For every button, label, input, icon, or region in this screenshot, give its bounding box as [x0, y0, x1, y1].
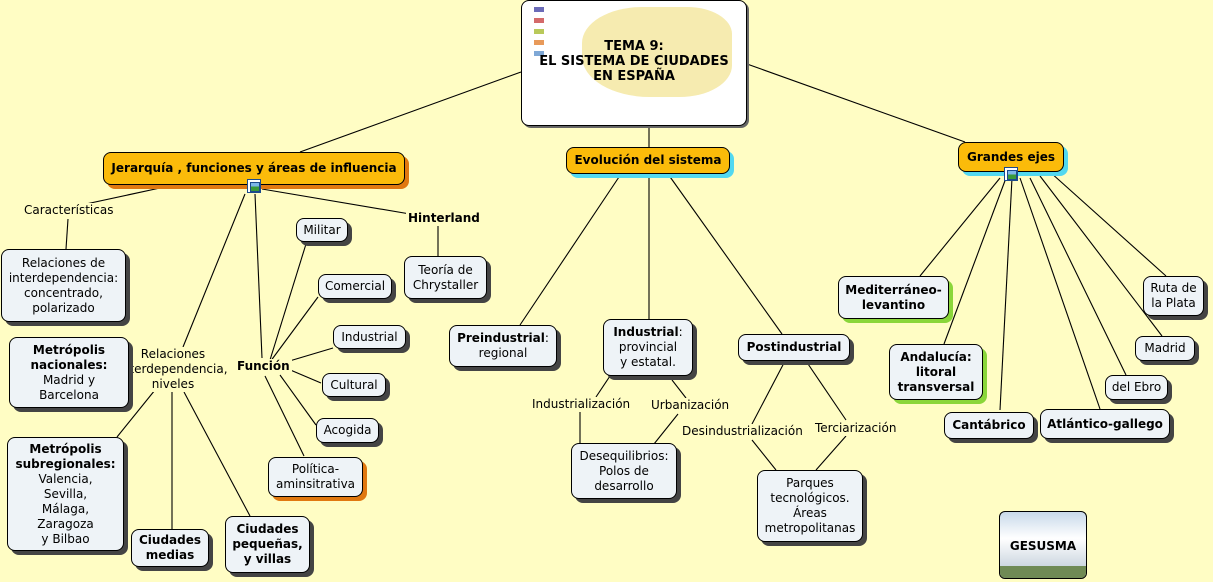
metropolis-subregionales-text: Valencia, Sevilla, Málaga, Zaragoza y Bi…	[37, 471, 94, 546]
metropolis-nacionales-text: Madrid y Barcelona	[39, 372, 99, 402]
label-terciarizacion: Terciarización	[813, 421, 899, 436]
central-title: TEMA 9: EL SISTEMA DE CIUDADES EN ESPAÑA	[539, 39, 729, 84]
node-desequilibrios[interactable]: Desequilibrios: Polos de desarrollo	[571, 443, 677, 499]
node-relaciones-interdependencia[interactable]: Relaciones de interdependencia: concentr…	[1, 249, 126, 322]
thumbnail-ground	[1000, 566, 1086, 578]
preindustrial-title: Preindustrial	[457, 331, 545, 345]
label-relaciones-niveles: Relaciones interdependencia, niveles	[114, 347, 232, 392]
image-attachment-icon[interactable]	[247, 179, 261, 193]
node-industrial[interactable]: Industrial: provincial y estatal.	[603, 319, 693, 376]
spain-map-image	[582, 7, 732, 97]
node-eje-ebro[interactable]: del Ebro	[1105, 375, 1168, 400]
industrial-text: : provincial y estatal.	[618, 325, 683, 369]
node-metropolis-nacionales[interactable]: Metrópolis nacionales: Madrid y Barcelon…	[9, 337, 129, 408]
node-funcion-acogida[interactable]: Acogida	[316, 418, 379, 443]
node-eje-andalucia[interactable]: Andalucía: litoral transversal	[889, 344, 983, 400]
image-attachment-icon[interactable]	[1004, 167, 1018, 181]
topic-grandes-ejes[interactable]: Grandes ejes	[958, 142, 1064, 172]
label-hinterland: Hinterland	[406, 211, 482, 226]
node-teoria-chrystaller[interactable]: Teoría de Chrystaller	[404, 256, 487, 299]
node-ciudades-pequenas[interactable]: Ciudades pequeñas, y villas	[225, 516, 310, 573]
gesusma-label: GESUSMA	[1009, 539, 1077, 553]
label-caracteristicas: Características	[22, 203, 116, 218]
label-desindustrializacion: Desindustrialización	[680, 424, 805, 439]
node-eje-atlantico[interactable]: Atlántico-gallego	[1040, 409, 1170, 439]
node-funcion-cultural[interactable]: Cultural	[322, 373, 386, 397]
metropolis-nacionales-title: Metrópolis nacionales:	[30, 342, 108, 372]
topic-jerarquia[interactable]: Jerarquía , funciones y áreas de influen…	[103, 152, 405, 185]
topic-evolucion[interactable]: Evolución del sistema	[566, 147, 730, 174]
node-funcion-industrial[interactable]: Industrial	[333, 325, 406, 349]
node-funcion-militar[interactable]: Militar	[296, 218, 348, 242]
preindustrial-text: : regional	[478, 331, 549, 360]
central-concept[interactable]: TEMA 9: EL SISTEMA DE CIUDADES EN ESPAÑA	[521, 0, 747, 126]
gesusma-thumbnail[interactable]: GESUSMA	[999, 511, 1087, 579]
node-eje-madrid[interactable]: Madrid	[1135, 336, 1195, 361]
map-legend	[534, 7, 544, 62]
label-urbanizacion: Urbanización	[649, 398, 732, 413]
node-eje-ruta-plata[interactable]: Ruta de la Plata	[1143, 276, 1204, 316]
label-funcion: Función	[235, 359, 292, 374]
node-eje-mediterraneo[interactable]: Mediterráneo- levantino	[838, 276, 949, 319]
node-ciudades-medias[interactable]: Ciudades medias	[131, 529, 209, 567]
node-funcion-politica[interactable]: Política- aminsitrativa	[268, 457, 363, 497]
node-preindustrial[interactable]: Preindustrial: regional	[449, 325, 557, 367]
node-metropolis-subregionales[interactable]: Metrópolis subregionales: Valencia, Sevi…	[7, 437, 124, 551]
node-eje-cantabrico[interactable]: Cantábrico	[944, 412, 1034, 439]
metropolis-subregionales-title: Metrópolis subregionales:	[15, 441, 116, 471]
node-postindustrial[interactable]: Postindustrial	[738, 334, 850, 361]
node-funcion-comercial[interactable]: Comercial	[318, 274, 392, 299]
node-parques-tecnologicos[interactable]: Parques tecnológicos. Áreas metropolitan…	[757, 470, 863, 542]
label-industrializacion: Industrialización	[530, 397, 633, 412]
industrial-title: Industrial	[613, 325, 679, 339]
